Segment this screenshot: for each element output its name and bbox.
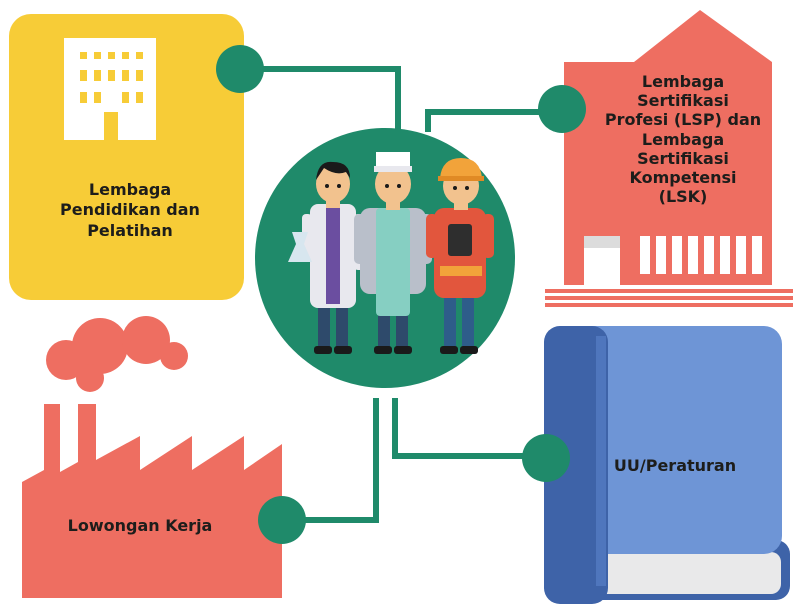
lsp-ground-line-3 [545, 303, 793, 307]
scientist-icon [288, 161, 364, 354]
connectors [262, 66, 560, 523]
connector-lowongan [286, 398, 379, 523]
book-spine-highlight [596, 336, 606, 586]
hub-node [255, 128, 515, 388]
lsp-ground-line-1 [545, 289, 793, 293]
lsp-building [564, 10, 772, 285]
connector-pendidikan [262, 66, 401, 130]
book-pages [556, 552, 781, 594]
connector-dot-lsp [538, 85, 586, 133]
connector-dot-lowongan [258, 496, 306, 544]
chef-icon [354, 152, 432, 354]
connector-dot-uu [522, 434, 570, 482]
connector-uu [392, 398, 548, 459]
uu-node [544, 326, 790, 604]
connector-dot-pendidikan [216, 45, 264, 93]
factory-building [22, 404, 282, 598]
connection-dots [216, 45, 586, 544]
lsp-window-icons [640, 236, 762, 274]
lsp-node [545, 10, 793, 307]
pendidikan-label: Lembaga Pendidikan dan Pelatihan [60, 180, 200, 240]
connector-lsp [425, 109, 560, 132]
factory-smoke-icon [46, 316, 188, 392]
pendidikan-node [9, 14, 244, 300]
lowongan-label: Lowongan Kerja [67, 516, 213, 535]
lowongan-node [22, 316, 282, 598]
school-building-icon [64, 38, 156, 140]
uu-label: UU/Peraturan [613, 456, 737, 475]
worker-icon [426, 158, 494, 354]
lsp-label: Lembaga Sertifikasi Profesi (LSP) dan Le… [604, 72, 762, 207]
lsp-door-icon [584, 236, 620, 285]
book-spine [544, 326, 608, 604]
lsp-ground-line-2 [545, 296, 793, 300]
